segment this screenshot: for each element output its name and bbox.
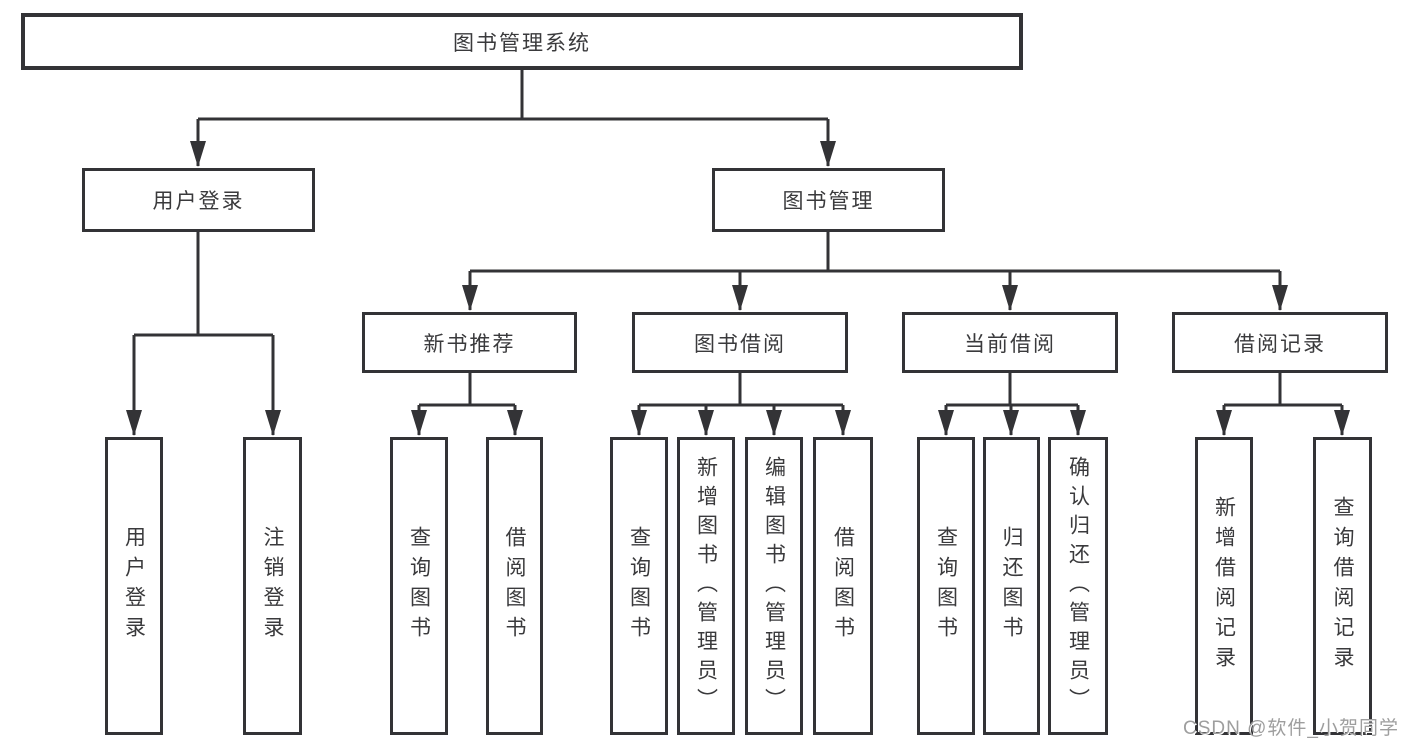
leaf-query-borrow-record: 查询借阅记录 [1313, 437, 1372, 735]
node-label: 借阅记录 [1234, 332, 1326, 356]
leaf-user-login: 用户登录 [105, 437, 163, 735]
leaf-label: 借阅图书 [831, 526, 855, 646]
node-borrow-records: 借阅记录 [1172, 312, 1388, 373]
leaf-label: 查询图书 [934, 526, 958, 646]
leaf-label: 查询图书 [407, 526, 431, 646]
node-current-borrow: 当前借阅 [902, 312, 1118, 373]
leaf-label: 注销登录 [261, 526, 284, 646]
watermark: CSDN @软件_小贺同学 [1183, 718, 1399, 739]
leaf-label: 借阅图书 [503, 526, 526, 646]
leaf-query-books-1: 查询图书 [390, 437, 448, 735]
node-user-login: 用户登录 [82, 168, 315, 232]
leaf-logout: 注销登录 [243, 437, 302, 735]
leaf-label: 新增借阅记录 [1212, 496, 1236, 676]
leaf-query-books-3: 查询图书 [917, 437, 975, 735]
leaf-add-borrow-record: 新增借阅记录 [1195, 437, 1253, 735]
node-book-borrow: 图书借阅 [632, 312, 848, 373]
leaf-borrow-books-1: 借阅图书 [486, 437, 543, 735]
node-label: 图书管理系统 [453, 31, 591, 55]
leaf-edit-book-admin: 编辑图书（管理员） [745, 437, 803, 735]
leaf-label: 归还图书 [1000, 526, 1023, 646]
leaf-query-books-2: 查询图书 [610, 437, 668, 735]
node-label: 图书借阅 [694, 332, 786, 356]
leaf-label: 确认归还（管理员） [1066, 455, 1090, 717]
leaf-confirm-return-admin: 确认归还（管理员） [1048, 437, 1108, 735]
node-label: 新书推荐 [423, 332, 516, 356]
node-book-management: 图书管理 [712, 168, 945, 232]
node-label: 当前借阅 [964, 332, 1056, 356]
leaf-borrow-books-2: 借阅图书 [813, 437, 873, 735]
node-label: 图书管理 [782, 190, 875, 213]
leaf-label: 新增图书（管理员） [694, 455, 718, 717]
node-new-book-recommend: 新书推荐 [362, 312, 577, 373]
node-label: 用户登录 [152, 190, 245, 213]
leaf-label: 查询图书 [627, 526, 651, 646]
leaf-label: 查询借阅记录 [1331, 496, 1354, 676]
leaf-add-book-admin: 新增图书（管理员） [677, 437, 735, 735]
leaf-label: 用户登录 [122, 526, 146, 646]
node-root: 图书管理系统 [21, 13, 1023, 70]
leaf-return-book: 归还图书 [983, 437, 1040, 735]
leaf-label: 编辑图书（管理员） [762, 455, 786, 717]
